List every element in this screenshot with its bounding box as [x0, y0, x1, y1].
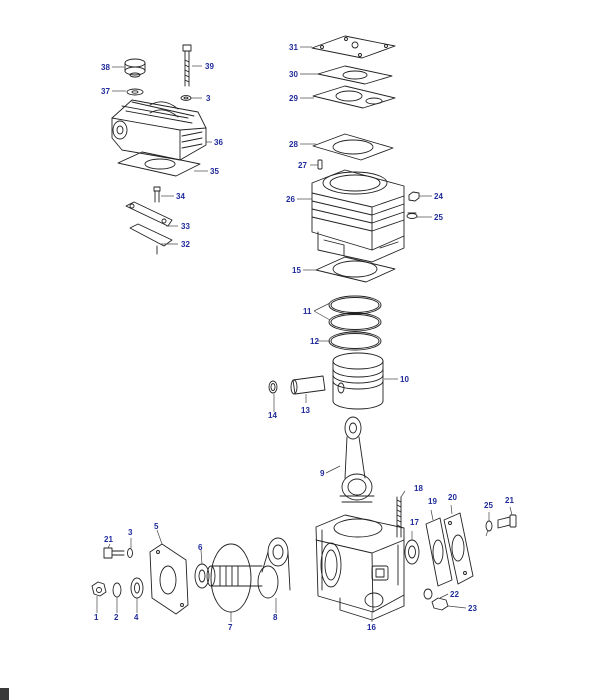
- valve-plate-part: [311, 35, 396, 59]
- part-label-32: 32: [181, 240, 190, 249]
- part-label-28: 28: [289, 140, 298, 149]
- cylinder-block-part: [311, 169, 405, 263]
- cover-washer-part: [485, 520, 493, 532]
- piston-ring-part: [328, 295, 382, 332]
- bracket-part: [125, 201, 173, 227]
- part-label-35: 35: [210, 167, 219, 176]
- part-label-17: 17: [410, 518, 419, 527]
- nut-washer-part: [406, 212, 418, 219]
- valve-gasket-part: [312, 85, 396, 109]
- plate-gasket-part: [317, 65, 393, 85]
- part-label-33: 33: [181, 222, 190, 231]
- rear-cover-part: [443, 512, 474, 585]
- part-label-2: 2: [114, 613, 119, 622]
- shaft-nut-part: [91, 581, 107, 597]
- part-label-15: 15: [292, 266, 301, 275]
- crankshaft-part: [206, 537, 291, 599]
- part-label-34: 34: [176, 192, 185, 201]
- part-label-30: 30: [289, 70, 298, 79]
- part-label-18: 18: [414, 484, 423, 493]
- part-label-22: 22: [450, 590, 459, 599]
- part-label-11: 11: [303, 307, 312, 316]
- part-label-21-right: 21: [505, 496, 514, 505]
- part-label-8: 8: [273, 613, 278, 622]
- part-label-5: 5: [154, 522, 159, 531]
- head-gasket-part: [117, 151, 201, 177]
- front-seal-part: [130, 577, 144, 599]
- piston-part: [332, 352, 384, 410]
- part-label-3-bottom: 3: [128, 528, 133, 537]
- rear-seal-part: [404, 539, 420, 565]
- part-label-21-left: 21: [104, 535, 113, 544]
- part-label-31: 31: [289, 43, 298, 52]
- nut-part: [408, 191, 420, 202]
- o-ring-part: [210, 543, 252, 613]
- head-washer-part: [126, 88, 144, 96]
- front-cover-part: [149, 543, 189, 615]
- circlip-part: [268, 380, 278, 394]
- cover-bolt-part: [497, 514, 517, 529]
- part-label-10: 10: [400, 375, 409, 384]
- base-gasket-part: [315, 256, 396, 283]
- part-label-24: 24: [434, 192, 443, 201]
- part-label-25-top: 25: [434, 213, 443, 222]
- head-bolt-part: [182, 44, 192, 87]
- rear-gasket-part: [425, 517, 453, 587]
- part-label-12: 12: [310, 337, 319, 346]
- part-label-9: 9: [320, 469, 325, 478]
- oil-ring-part: [328, 331, 382, 351]
- screw-part: [153, 186, 161, 203]
- part-label-25-bottom: 25: [484, 501, 493, 510]
- bracket-gasket-part: [129, 223, 173, 255]
- cylinder-head-part: [111, 99, 207, 161]
- plug-washer-part: [423, 588, 433, 600]
- part-label-7: 7: [228, 623, 233, 632]
- part-label-14: 14: [268, 411, 277, 420]
- part-label-1: 1: [94, 613, 99, 622]
- part-label-20: 20: [448, 493, 457, 502]
- part-label-23: 23: [468, 604, 477, 613]
- part-label-36: 36: [214, 138, 223, 147]
- cylinder-gasket-part: [312, 133, 394, 161]
- part-label-13: 13: [301, 406, 310, 415]
- part-label-29: 29: [289, 94, 298, 103]
- part-label-37: 37: [101, 87, 110, 96]
- valve-cap-part: [124, 58, 146, 78]
- corner-marker: [0, 688, 9, 700]
- piston-pin-part: [290, 375, 326, 395]
- small-washer-part: [180, 95, 192, 101]
- part-label-3-top: 3: [206, 94, 211, 103]
- part-label-39: 39: [205, 62, 214, 71]
- dowel-pin-part: [317, 159, 323, 170]
- part-label-6: 6: [198, 543, 203, 552]
- part-label-26: 26: [286, 195, 295, 204]
- front-bolt-part: [103, 547, 125, 559]
- front-washer-part: [127, 548, 133, 558]
- part-label-27: 27: [298, 161, 307, 170]
- connecting-rod-part: [339, 416, 375, 503]
- stud-part: [396, 496, 402, 538]
- crankcase-part: [315, 514, 405, 621]
- part-label-38: 38: [101, 63, 110, 72]
- part-label-19: 19: [428, 497, 437, 506]
- shaft-washer-part: [112, 582, 122, 598]
- drain-plug-part: [431, 597, 449, 611]
- part-label-4: 4: [134, 613, 139, 622]
- part-label-16: 16: [367, 623, 376, 632]
